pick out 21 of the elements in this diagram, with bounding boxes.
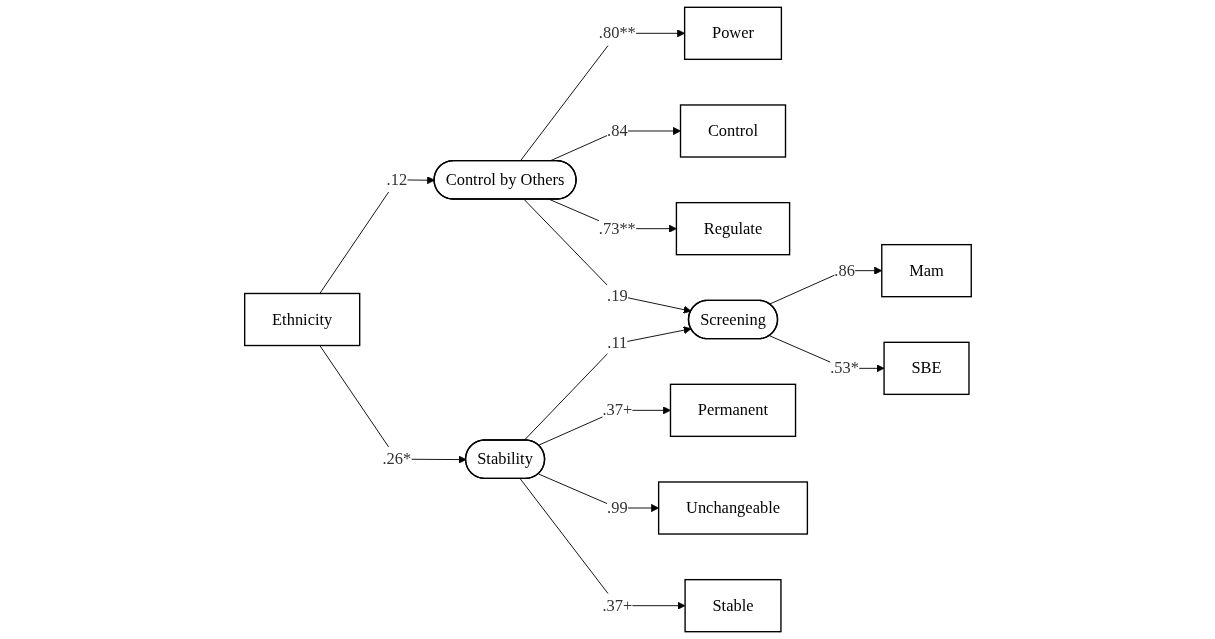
- edge-label: .11: [606, 333, 627, 353]
- edge-label: .12: [386, 170, 407, 189]
- edge-label: .53*: [829, 358, 859, 378]
- edge-label: .84: [606, 121, 628, 140]
- edge-label: .26*: [382, 449, 411, 468]
- edge-label: .19: [606, 285, 628, 305]
- edge-label: .86: [833, 261, 855, 280]
- node-box: Regulate: [675, 201, 790, 256]
- node-box: Permanent: [669, 383, 796, 438]
- node-box: Ethnicity: [243, 292, 360, 347]
- node-box: Power: [683, 6, 782, 61]
- node-box: Mam: [880, 243, 972, 298]
- edge-label: .37+: [601, 400, 632, 419]
- edge-label: .80**: [598, 23, 636, 42]
- node-box: Control: [679, 104, 786, 158]
- node-box: SBE: [882, 341, 970, 396]
- node-box: Unchangeable: [657, 481, 808, 535]
- edge-label: .73**: [598, 219, 636, 238]
- edge-label: .99: [606, 498, 628, 517]
- node-box: Stable: [683, 578, 782, 633]
- edge-label: .37+: [601, 596, 632, 615]
